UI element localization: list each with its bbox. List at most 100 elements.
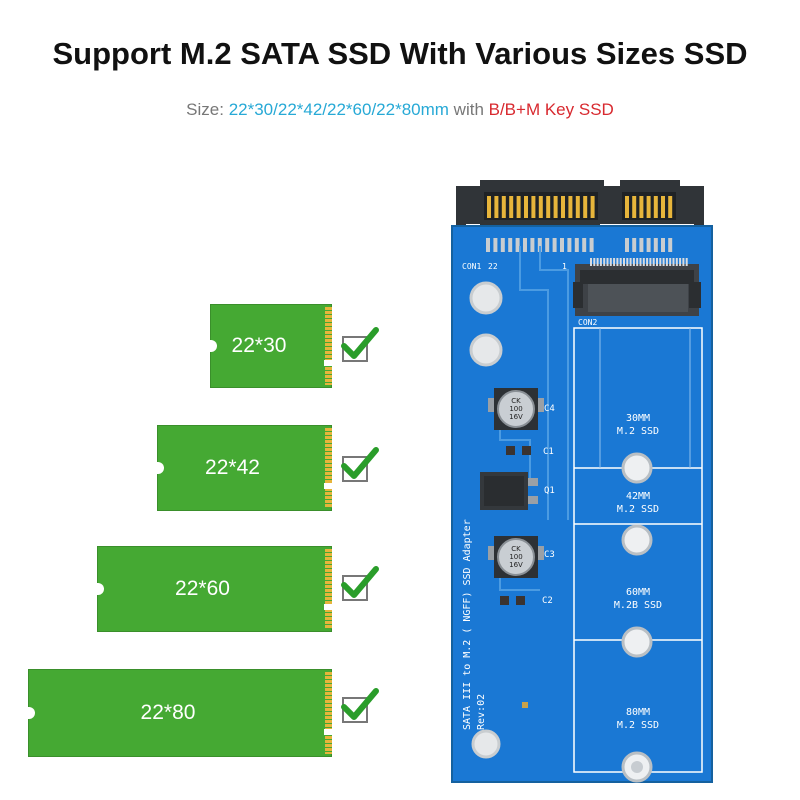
c3-label: C3 [544, 550, 555, 560]
sata-pin [538, 196, 543, 218]
m2-pin [596, 258, 599, 266]
smd-pad [632, 238, 637, 252]
mount-size: 60MM [625, 587, 651, 598]
cap-line: 100 [509, 553, 523, 561]
m2-pin [626, 258, 629, 266]
ssd-size-label: 22*60 [175, 577, 230, 600]
capacitor-bottom-marking: CK 100 16V [504, 545, 528, 569]
smd-pad [493, 238, 498, 252]
mount-holes-left [469, 281, 503, 759]
m2-pin [652, 258, 655, 266]
smd-pad [560, 238, 564, 252]
cap-line: 16V [509, 561, 523, 569]
sata-pin [516, 196, 521, 218]
sata-pin [639, 196, 644, 218]
m2-pin [649, 258, 652, 266]
sata-pin [653, 196, 658, 218]
smd-components [500, 446, 531, 708]
cap-line: 16V [509, 413, 523, 421]
m2-pin [629, 258, 632, 266]
smd-pad [589, 238, 594, 252]
check-box-2230 [341, 327, 379, 362]
size-with: with [448, 100, 489, 119]
sata-pin [575, 196, 580, 218]
key-notch [324, 483, 332, 489]
sata-pin [531, 196, 536, 218]
gold-contacts [325, 428, 332, 508]
cap-line: CK [511, 545, 521, 553]
pcb-traces [499, 246, 569, 591]
m2-pin [665, 258, 668, 266]
cap-line: CK [511, 397, 521, 405]
con1-label: CON1 [462, 262, 482, 271]
ssd-card-2280: 22*80 [27, 669, 332, 757]
adapter-vertical-label: SATA III to M.2 ( NGFF) SSD Adapter [462, 519, 473, 730]
sata-pin [590, 196, 595, 218]
cap-line: 100 [509, 405, 523, 413]
mount-notch [27, 707, 35, 719]
m2-pin [632, 258, 635, 266]
smd-pad [646, 238, 651, 252]
ssd-mount-standoffs [621, 452, 653, 783]
sata-pin [546, 196, 551, 218]
sata-pin [632, 196, 637, 218]
smd-pad [508, 238, 513, 252]
key-notch [324, 360, 332, 366]
revision-label: Rev:02 [476, 693, 487, 730]
sata-pin [625, 196, 629, 218]
key-notch [324, 729, 332, 735]
smd-pad [500, 238, 505, 252]
gold-contacts [325, 307, 332, 385]
m2-pin [599, 258, 602, 266]
mount-size: 42MM [625, 491, 651, 502]
m2-pin [669, 258, 672, 266]
sata-pin [501, 196, 506, 218]
smd-pad [668, 238, 673, 252]
ssd-size-label: 22*30 [231, 334, 287, 357]
key-notch [324, 604, 332, 610]
smd-pad [515, 238, 520, 252]
pin22-label: 22 [488, 262, 498, 271]
mount-size: 30MM [625, 413, 651, 424]
m2-pin [603, 258, 606, 266]
smd-pad [574, 238, 579, 252]
smd-pad [653, 238, 658, 252]
ssd-card-2242: 22*42 [156, 425, 332, 511]
m2-pin [636, 258, 639, 266]
c1-label: C1 [543, 447, 554, 457]
mount-notch [156, 462, 164, 474]
smd-pad [545, 238, 550, 252]
mount-label-42mm: 42MM M.2 SSD [596, 490, 680, 516]
mount-label-60mm: 60MM M.2B SSD [596, 586, 680, 612]
sata-pin [524, 196, 528, 218]
ssd-card-2230: 22*30 [209, 304, 332, 388]
capacitor-top-marking: CK 100 16V [504, 397, 528, 421]
sata-pin [561, 196, 565, 218]
ssd-card-2260: 22*60 [96, 546, 332, 632]
ssd-size-label: 22*42 [205, 456, 260, 479]
m2-pin [662, 258, 665, 266]
gold-contacts [325, 549, 332, 629]
mount-notch [96, 583, 104, 595]
smd-pad [537, 238, 542, 252]
sata-pin [494, 196, 499, 218]
check-icon [341, 688, 379, 720]
m2-pin [685, 258, 688, 266]
m2-pin [679, 258, 682, 266]
size-prefix: Size: [186, 100, 229, 119]
mount-type: M.2 SSD [616, 426, 660, 437]
mount-type: M.2B SSD [613, 600, 663, 611]
m2-pin [606, 258, 609, 266]
sata-pin [583, 196, 588, 218]
m2-pin [639, 258, 642, 266]
m2-pin [646, 258, 649, 266]
sata-gold-pins [487, 196, 673, 218]
smd-pad [530, 238, 535, 252]
capacitor-top [488, 388, 544, 430]
sata-pin [553, 196, 558, 218]
m2-pin [672, 258, 675, 266]
smd-pad [582, 238, 587, 252]
smd-pad [639, 238, 644, 252]
capacitor-bottom [488, 536, 544, 578]
